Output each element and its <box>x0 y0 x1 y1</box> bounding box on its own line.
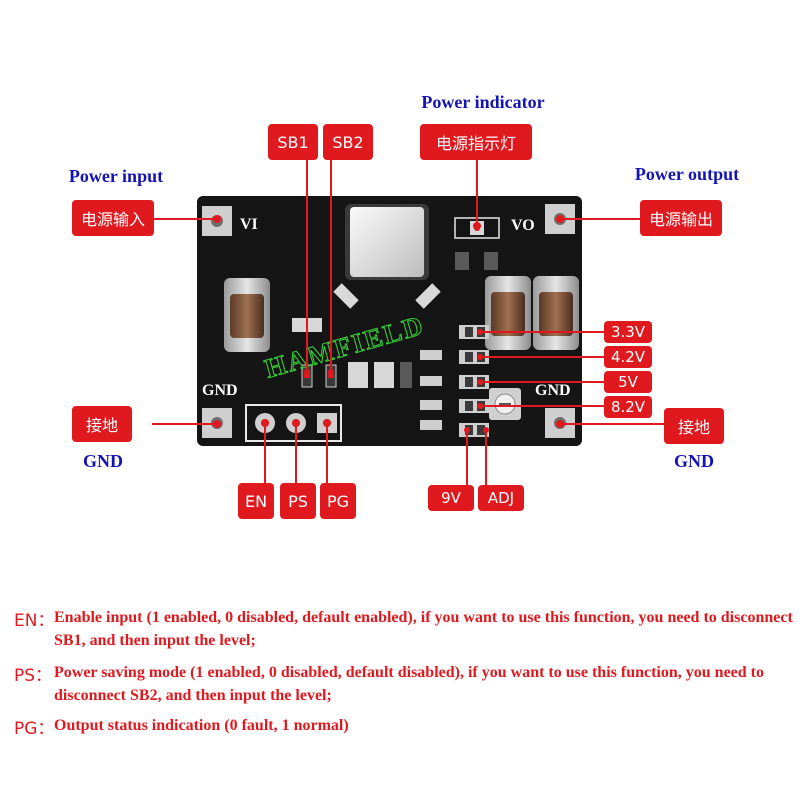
smd-part-1 <box>455 252 469 270</box>
smd-cap-a <box>333 283 359 309</box>
tag-sb1: SB1 <box>268 124 318 160</box>
tag-ground-left-cn: 接地 <box>72 406 132 442</box>
tag-8-2v: 8.2V <box>604 396 652 418</box>
note-pg-key: PG： <box>14 719 55 739</box>
tag-adj: ADJ <box>478 485 524 511</box>
heading-gnd-right: GND <box>674 451 714 471</box>
note-pg-text: Output status indication (0 fault, 1 nor… <box>54 717 349 734</box>
smd-part-5 <box>374 362 394 388</box>
tag-4-2v: 4.2V <box>604 346 652 368</box>
heading-power-indicator: Power indicator <box>421 92 545 112</box>
smd-part-9 <box>420 400 442 410</box>
tag-power-indicator-cn: 电源指示灯 <box>420 124 532 160</box>
note-ps-key: PS： <box>14 666 53 686</box>
pin-header-outline <box>245 404 342 442</box>
note-en: EN： Enable input (1 enabled, 0 disabled,… <box>14 606 794 652</box>
input-capacitor <box>224 278 270 352</box>
tag-en: EN <box>238 483 274 519</box>
note-ps: PS： Power saving mode (1 enabled, 0 disa… <box>14 661 794 707</box>
tag-power-output-cn: 电源输出 <box>640 200 722 236</box>
note-pg: PG： Output status indication (0 fault, 1… <box>14 714 794 739</box>
heading-power-output: Power output <box>634 164 740 184</box>
smd-part-10 <box>420 420 442 430</box>
tag-5v: 5V <box>604 371 652 393</box>
voltage-select-pads <box>459 325 489 437</box>
tag-power-input-cn: 电源输入 <box>72 200 154 236</box>
smd-part-7 <box>420 350 442 360</box>
output-capacitor-2 <box>533 276 579 350</box>
smd-part-8 <box>420 376 442 386</box>
leader-lines <box>152 158 664 485</box>
tag-sb2: SB2 <box>323 124 373 160</box>
silk-vi: VI <box>240 216 258 233</box>
tag-9v: 9V <box>428 485 474 511</box>
smd-part-4 <box>348 362 368 388</box>
leader-endpoints <box>213 215 564 433</box>
tag-ps: PS <box>280 483 316 519</box>
silk-gnd-left: GND <box>202 382 238 399</box>
smd-part-2 <box>484 252 498 270</box>
tag-3-3v: 3.3V <box>604 321 652 343</box>
heading-power-input: Power input <box>68 166 164 186</box>
tag-ground-right-cn: 接地 <box>664 408 724 444</box>
tag-pg: PG <box>320 483 356 519</box>
smd-cap-b <box>415 283 441 309</box>
note-en-text: Enable input (1 enabled, 0 disabled, def… <box>54 609 793 649</box>
silk-vo: VO <box>511 217 535 234</box>
heading-gnd-left: GND <box>83 451 123 471</box>
inductor <box>345 204 429 280</box>
note-ps-text: Power saving mode (1 enabled, 0 disabled… <box>54 664 764 704</box>
silk-gnd-right: GND <box>535 382 571 399</box>
smd-part-6 <box>400 362 412 388</box>
output-capacitor-1 <box>485 276 531 350</box>
trimmer-potentiometer <box>489 388 521 420</box>
note-en-key: EN： <box>14 611 55 631</box>
